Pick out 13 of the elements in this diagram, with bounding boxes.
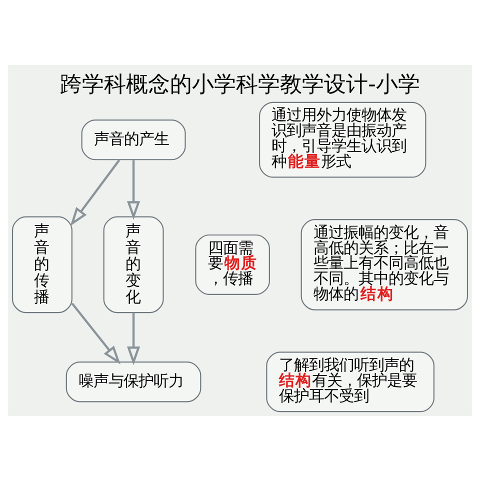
arrow — [70, 158, 120, 226]
node-box: 四面需要物质，传播 — [195, 234, 270, 294]
node-box: 声音的变化 — [103, 216, 164, 313]
diagram-title: 跨学科概念的小学科学教学设计-小学 — [60, 72, 420, 97]
node-box: 声音的产生 — [81, 118, 186, 160]
node-box: 通过用外力使物体发识到声音是由振动产时，引导学生认识到种能量形式 — [258, 101, 426, 178]
node-box: 通过振幅的变化，音高低的关系；比在一些量上有不同高低也不同。其中的变化与物体的结构 — [300, 218, 468, 310]
arrow — [126, 160, 140, 220]
arrow — [71, 302, 121, 364]
node-box: 了解到我们听到声的结构有关，保护是要保护耳不受到 — [266, 351, 434, 412]
node-box: 声音的传播 — [12, 216, 72, 313]
node-box: 噪声与保护听力 — [66, 361, 202, 402]
arrow — [126, 312, 140, 365]
